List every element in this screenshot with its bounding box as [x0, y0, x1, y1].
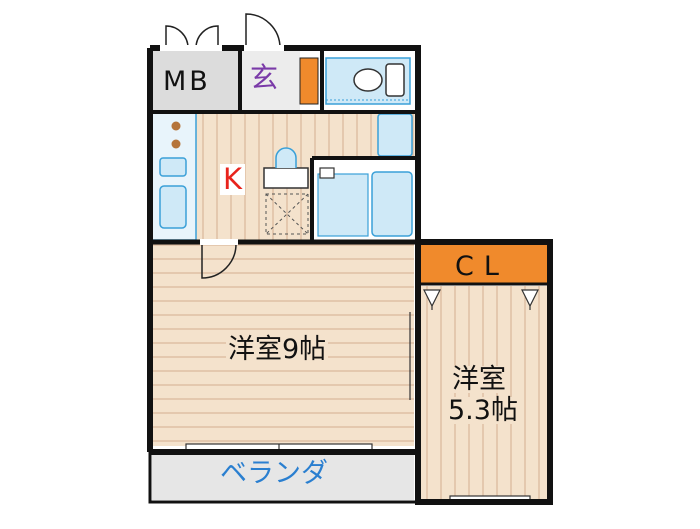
room-side-label-line2: 5.3帖 [446, 395, 520, 426]
walls [147, 45, 553, 505]
genkan-floor [240, 50, 300, 110]
meter-box [152, 50, 238, 110]
washbasin-icon [377, 113, 413, 157]
entrance-gap [160, 45, 222, 51]
closet-area [418, 244, 548, 284]
kitchen-sink-icon [159, 157, 187, 177]
genkan-gap [244, 45, 284, 51]
room-side-label-line1: 洋室 [450, 364, 508, 395]
door-swing-icon [201, 243, 237, 279]
veranda-label: ベランダ [220, 458, 328, 489]
sink-icon [263, 147, 309, 189]
veranda-area [152, 454, 414, 500]
washing-machine-icon [265, 193, 309, 235]
room-side-floor [418, 286, 548, 500]
toilet-icon [325, 57, 411, 105]
kitchen-label: K [220, 164, 246, 195]
meter-box-label: MB [163, 66, 211, 97]
kitchen-basin-icon [159, 185, 187, 229]
genkan-label: 玄 [250, 61, 279, 94]
kitchen-door-gap [200, 239, 238, 245]
bath-icon [317, 167, 413, 237]
shoe-storage [299, 57, 319, 105]
stove-icon [171, 121, 181, 149]
room-main-label: 洋室9帖 [226, 334, 329, 365]
closet-label: CL [455, 251, 509, 282]
closet-door-icon [423, 289, 539, 310]
entrance-door-swing-icon [165, 13, 281, 49]
